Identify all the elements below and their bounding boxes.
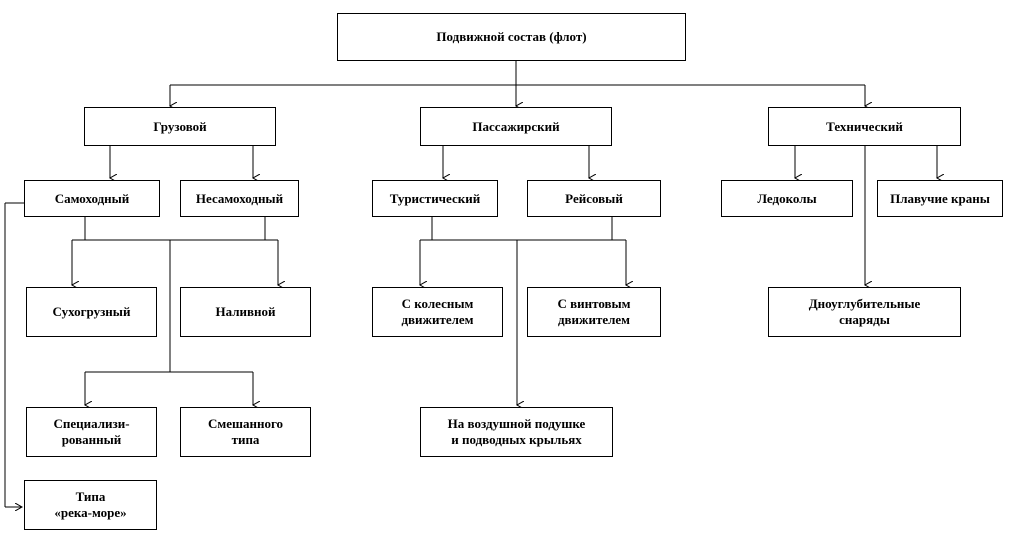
node-paddle-wheel-line2: движителем	[401, 312, 474, 327]
node-bulk-liquid: Наливной	[180, 287, 311, 337]
node-river-sea: Типа «река-море»	[24, 480, 157, 530]
node-technical: Технический	[768, 107, 961, 146]
node-dry-cargo: Сухогрузный	[26, 287, 157, 337]
node-dredgers-line1: Дноуглубительные	[808, 296, 921, 311]
node-mixed-line1: Смешанного	[207, 416, 284, 431]
node-mixed-line2: типа	[231, 432, 260, 447]
node-screw-line1: С винтовым	[557, 296, 631, 311]
node-river-sea-line1: Типа	[75, 489, 106, 504]
node-floating-cranes: Плавучие краны	[877, 180, 1003, 217]
node-tourist: Туристический	[372, 180, 498, 217]
node-tourist-label: Туристический	[389, 190, 481, 206]
node-icebreakers-label: Ледоколы	[757, 190, 817, 206]
node-screw: С винтовым движителем	[527, 287, 661, 337]
node-self-propelled-label: Самоходный	[54, 190, 130, 206]
node-root: Подвижной состав (флот)	[337, 13, 686, 61]
node-cargo: Грузовой	[84, 107, 276, 146]
node-dredgers-line2: снаряды	[839, 312, 890, 327]
node-scheduled-label: Рейсовый	[565, 190, 623, 206]
node-specialized: Специализи- рованный	[26, 407, 157, 457]
node-icebreakers: Ледоколы	[721, 180, 853, 217]
node-river-sea-line2: «река-море»	[54, 505, 127, 520]
node-dry-cargo-label: Сухогрузный	[52, 304, 131, 319]
node-non-self-propelled-label: Несамоходный	[195, 190, 284, 206]
node-paddle-wheel-line1: С колесным	[401, 296, 474, 311]
node-bulk-liquid-label: Наливной	[215, 304, 276, 319]
node-screw-line2: движителем	[557, 312, 631, 327]
node-floating-cranes-label: Плавучие краны	[890, 190, 990, 206]
node-specialized-line2: рованный	[61, 432, 122, 447]
node-non-self-propelled: Несамоходный	[180, 180, 299, 217]
node-specialized-line1: Специализи-	[53, 416, 130, 431]
node-hovercraft-line1: На воздушной подушке	[447, 416, 586, 431]
node-scheduled: Рейсовый	[527, 180, 661, 217]
node-technical-label: Технический	[826, 118, 903, 134]
node-root-label: Подвижной состав (флот)	[436, 29, 587, 44]
node-mixed: Смешанного типа	[180, 407, 311, 457]
node-hovercraft-line2: и подводных крыльях	[451, 432, 582, 447]
node-cargo-label: Грузовой	[153, 118, 207, 134]
node-hovercraft: На воздушной подушке и подводных крыльях	[420, 407, 613, 457]
node-self-propelled: Самоходный	[24, 180, 160, 217]
node-passenger: Пассажирский	[420, 107, 612, 146]
node-paddle-wheel: С колесным движителем	[372, 287, 503, 337]
node-dredgers: Дноуглубительные снаряды	[768, 287, 961, 337]
node-passenger-label: Пассажирский	[472, 118, 560, 134]
